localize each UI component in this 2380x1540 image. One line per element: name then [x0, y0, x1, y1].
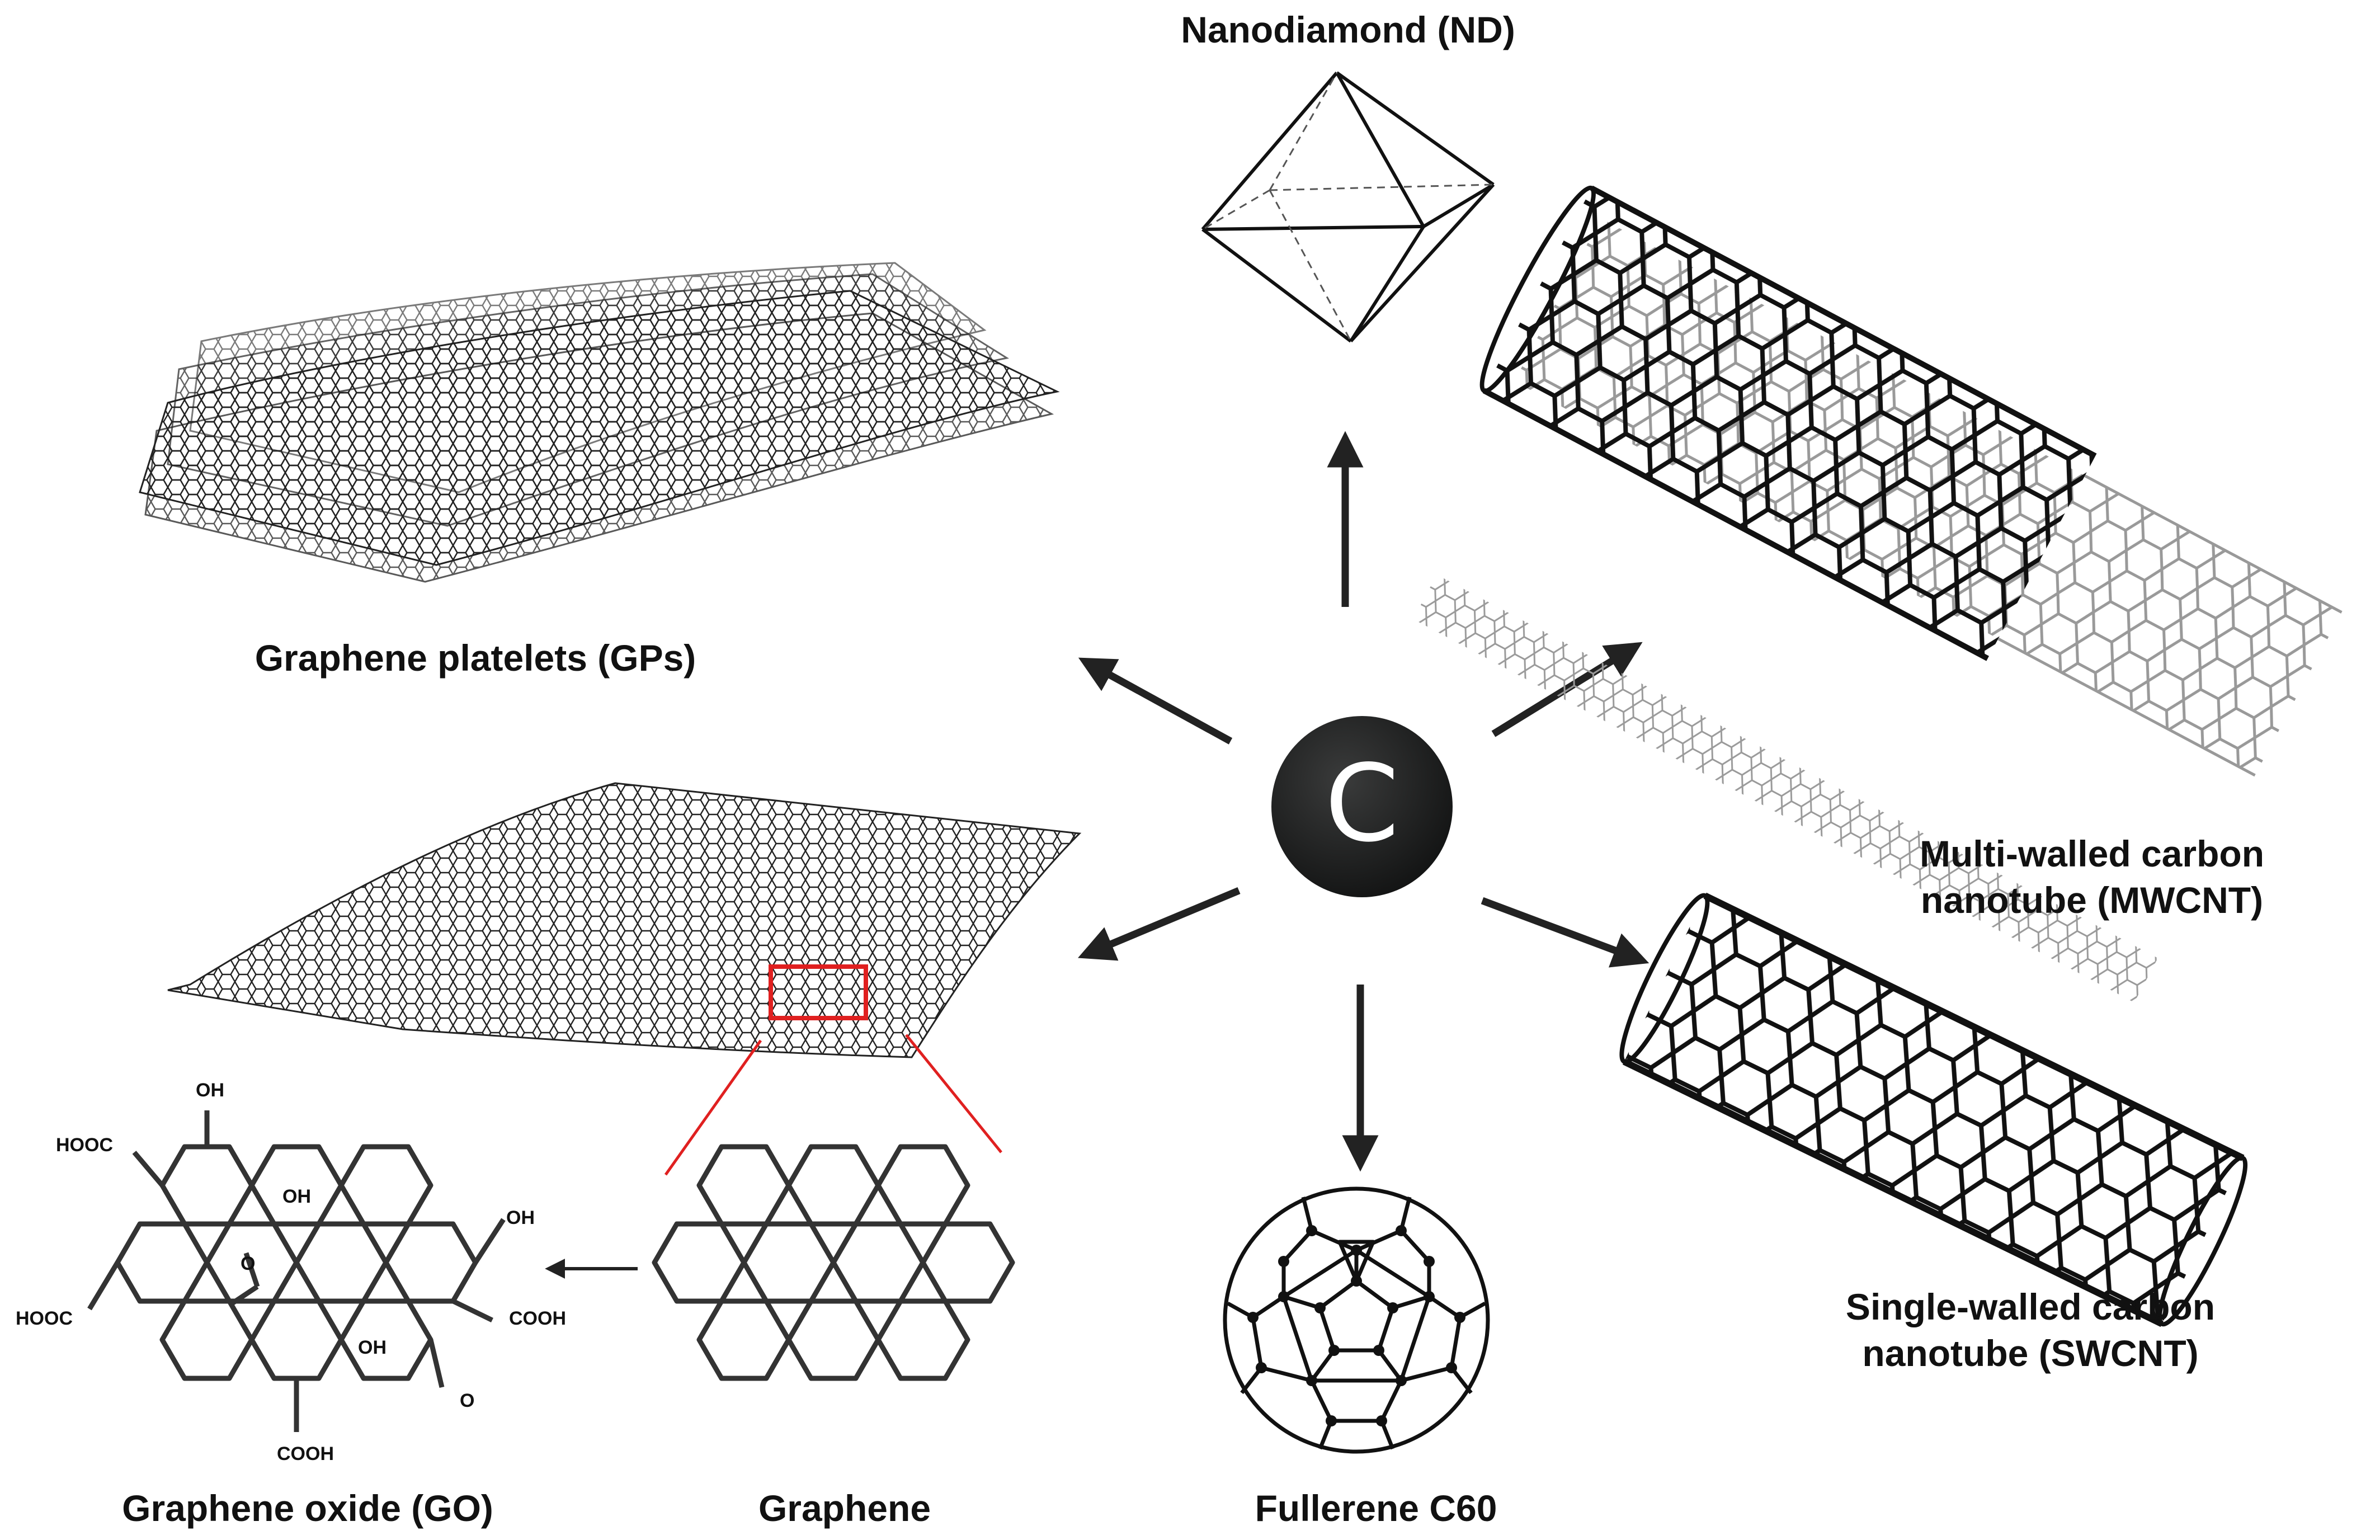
label-nanodiamond: Nanodiamond (ND): [1181, 9, 1515, 50]
label-swcnt-line1: Single-walled carbon: [1845, 1286, 2216, 1327]
arrow-to-graphene: [1078, 887, 1241, 961]
go-hooc-left: HOOC: [16, 1308, 73, 1329]
zoom-line-left: [664, 1039, 762, 1176]
label-mwcnt-line1: Multi-walled carbon: [1919, 833, 2265, 874]
swcnt-tube: [1619, 892, 2248, 1327]
carbon-atom: C: [1271, 716, 1453, 897]
label-graphene-platelets: Graphene platelets (GPs): [255, 637, 696, 679]
go-oh-lower: OH: [358, 1337, 387, 1358]
go-ketone-o: O: [460, 1390, 474, 1411]
label-mwcnt-line2: nanotube (MWCNT): [1920, 879, 2264, 921]
label-graphene-oxide: Graphene oxide (GO): [122, 1487, 493, 1529]
graphene-molecular-structure: [652, 1144, 1015, 1381]
label-fullerene: Fullerene C60: [1255, 1487, 1497, 1529]
go-oh-inner: OH: [282, 1186, 311, 1207]
arrow-to-swcnt: [1481, 897, 1649, 968]
graphene-zoom-box: [769, 964, 868, 1020]
arrow-to-graphene-platelets: [1078, 657, 1233, 745]
label-graphene: Graphene: [758, 1487, 931, 1529]
label-mwcnt: Multi-walled carbon nanotube (MWCNT): [1840, 831, 2344, 923]
graphene-oxide-structure: OH HOOC OH OH O HOOC COOH OH O COOH: [16, 1080, 566, 1464]
zoom-line-right: [905, 1034, 1002, 1153]
graphene-sheet: [167, 782, 1082, 1176]
go-cooh-right: COOH: [509, 1308, 566, 1329]
allotrope-arrows: [545, 431, 1649, 1279]
label-swcnt: Single-walled carbon nanotube (SWCNT): [1779, 1284, 2282, 1376]
go-hooc-top: HOOC: [56, 1134, 113, 1156]
carbon-symbol: C: [1325, 742, 1399, 865]
go-epoxide-o: O: [241, 1253, 255, 1274]
fullerene-c60: [1223, 1186, 1490, 1454]
label-swcnt-line2: nanotube (SWCNT): [1862, 1332, 2199, 1374]
graphene-platelets-stack: [139, 262, 1060, 583]
go-oh-top: OH: [196, 1080, 224, 1101]
mwcnt-tube: [1413, 185, 2343, 1003]
go-cooh-bottom: COOH: [277, 1443, 334, 1464]
nanodiamond-octahedron: [1201, 71, 1495, 343]
go-oh-right: OH: [506, 1207, 535, 1228]
